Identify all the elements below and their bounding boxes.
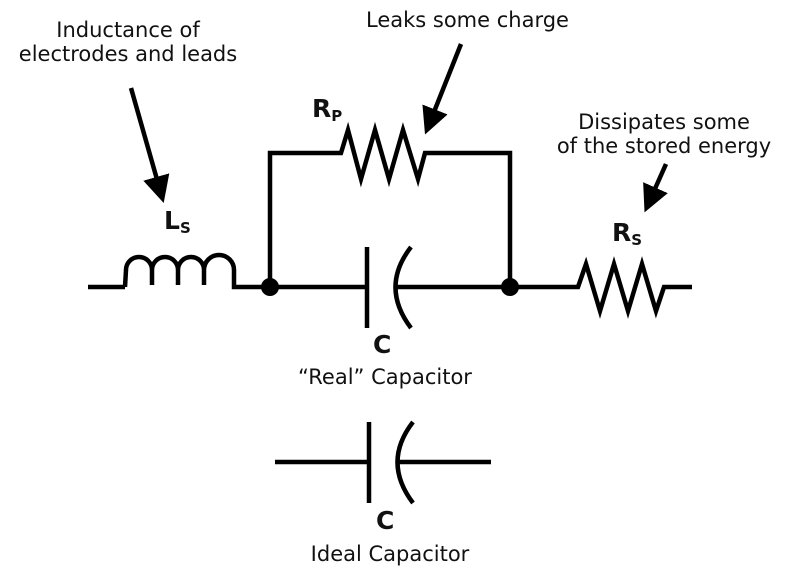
annotation-inductance: Inductance of electrodes and leads <box>19 18 237 66</box>
symbol-rs-sub: S <box>631 231 643 249</box>
arrow-inductance <box>128 87 170 203</box>
arrow-leakage <box>422 43 464 135</box>
symbol-ls-main: L <box>164 206 180 235</box>
arrow-dissipation <box>643 163 669 213</box>
symbol-rs: RS <box>612 218 642 249</box>
symbol-ls-sub: S <box>179 219 191 237</box>
symbol-rp-main: R <box>312 94 332 123</box>
symbol-ls: LS <box>164 206 191 237</box>
symbol-rp: RP <box>312 94 342 125</box>
resistor-rp-branch <box>267 121 513 287</box>
annotation-leakage: Leaks some charge <box>366 8 569 32</box>
annotation-dissipation: Dissipates some of the stored energy <box>557 110 771 158</box>
annotation-dissipation-line-1: Dissipates some <box>578 110 750 134</box>
annotation-dissipation-line-2: of the stored energy <box>556 134 772 158</box>
annotation-inductance-line-1: Inductance of <box>56 18 200 42</box>
caption-ideal-capacitor: Ideal Capacitor <box>310 542 470 566</box>
resistor-rs <box>510 256 692 319</box>
caption-real-capacitor: “Real” Capacitor <box>298 365 472 389</box>
symbol-rs-main: R <box>612 218 632 247</box>
symbol-c-real: C <box>373 330 392 359</box>
annotation-inductance-line-2: electrodes and leads <box>18 42 238 66</box>
inductor-ls <box>122 252 270 290</box>
symbol-c-ideal: C <box>376 506 395 535</box>
symbol-rp-sub: P <box>331 107 343 125</box>
